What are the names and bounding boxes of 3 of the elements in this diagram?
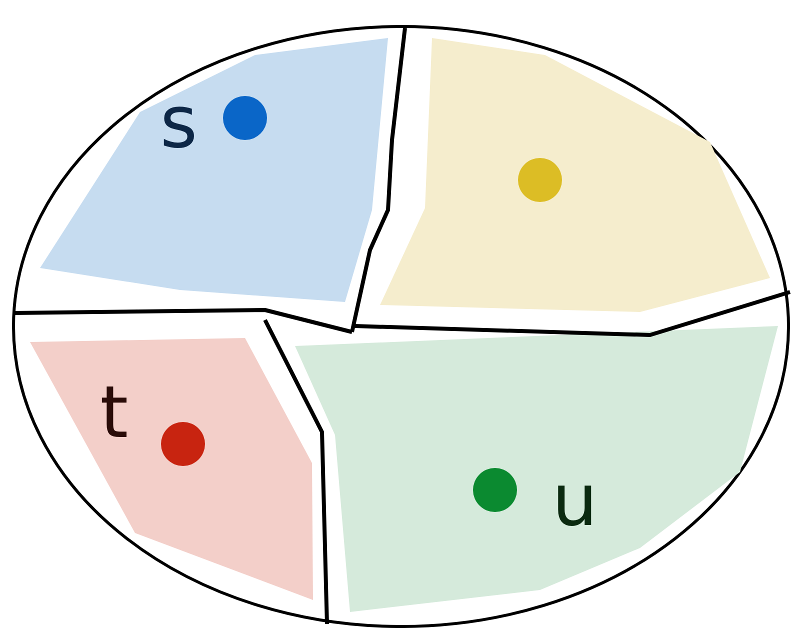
region-label: u <box>552 460 598 540</box>
region-label: s <box>160 82 198 162</box>
region-label: t <box>100 372 128 452</box>
